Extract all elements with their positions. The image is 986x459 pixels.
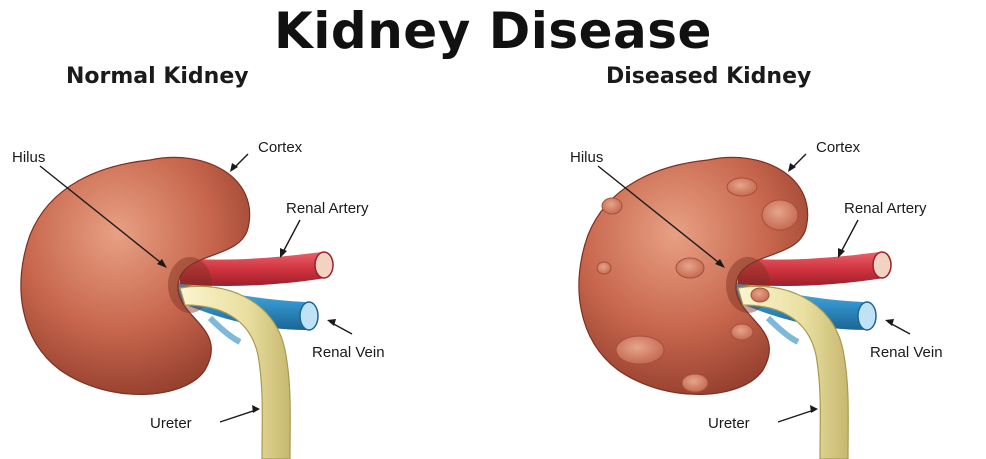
diseased-renal-vein-label: Renal Vein <box>870 344 943 361</box>
diseased-ureter-label: Ureter <box>708 415 750 432</box>
diseased-hilus-label: Hilus <box>570 149 603 166</box>
normal-renal-vein-label: Renal Vein <box>312 344 385 361</box>
normal-cortex-label: Cortex <box>258 139 303 156</box>
normal-renal-artery-label: Renal Artery <box>286 200 369 217</box>
normal-ureter-label: Ureter <box>150 415 192 432</box>
diseased-kidney: Hilus Cortex Renal Artery Renal Vein Ure… <box>570 139 943 459</box>
normal-hilus-label: Hilus <box>12 149 45 166</box>
normal-kidney: Hilus Cortex Renal Artery Renal Vein Ure… <box>12 139 385 459</box>
diseased-cortex-label: Cortex <box>816 139 861 156</box>
diseased-renal-artery-label: Renal Artery <box>844 200 927 217</box>
